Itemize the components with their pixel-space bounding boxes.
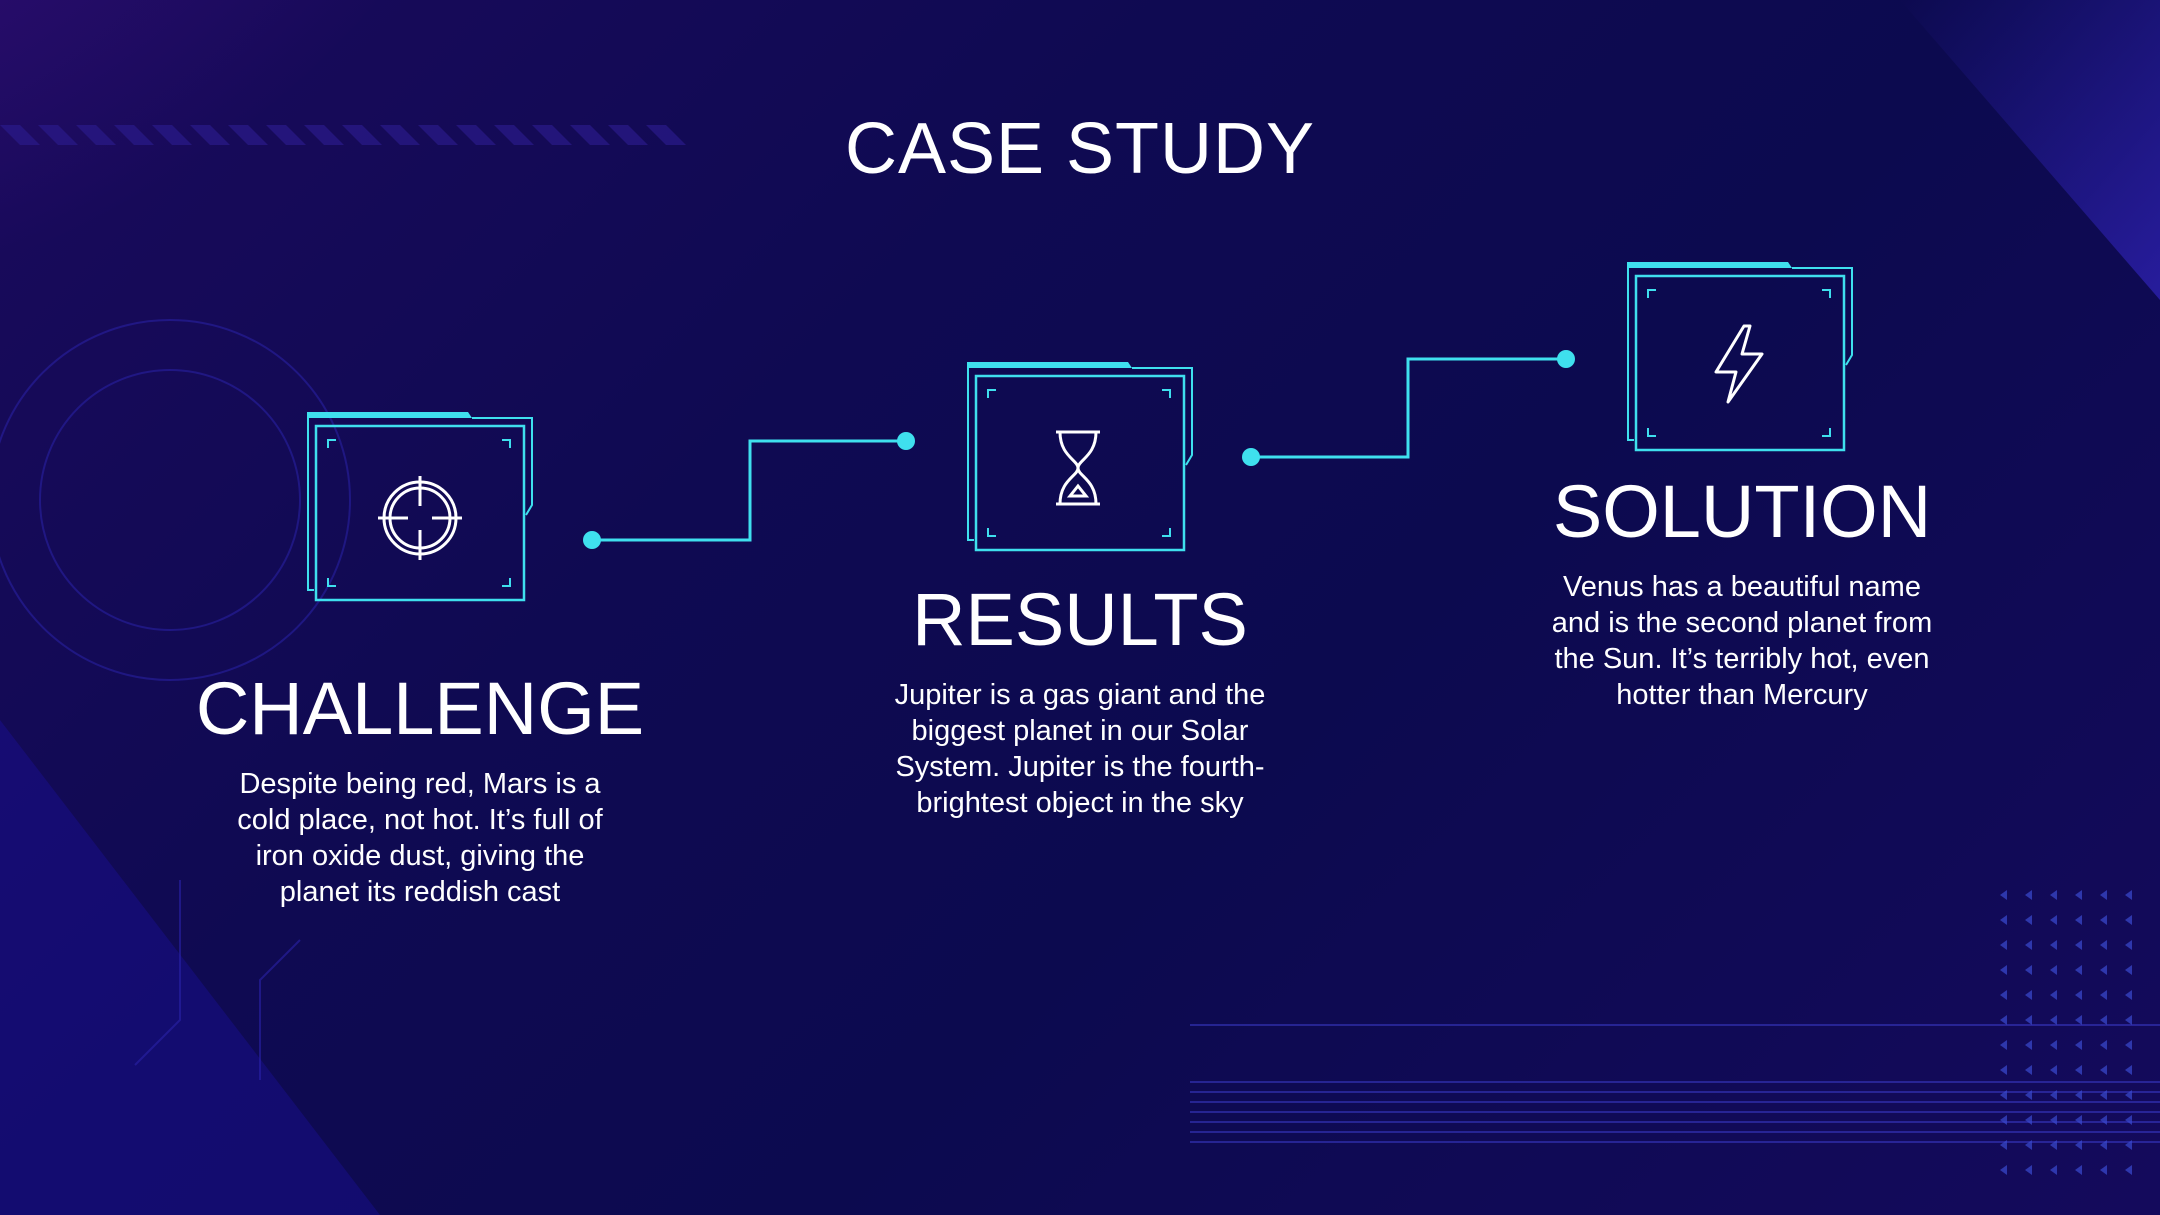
decorative-triangle [2025,940,2032,950]
decorative-triangle [2050,1165,2057,1175]
connector-challenge-results [592,439,906,542]
decorative-triangle [2025,1015,2032,1025]
decorative-triangle [2075,1065,2082,1075]
decorative-triangle [2000,1040,2007,1050]
connector-dot [897,432,915,450]
decorative-triangle [2125,940,2132,950]
decorative-triangle [2000,1115,2007,1125]
decorative-triangle [2125,1040,2132,1050]
solution-heading: SOLUTION [1552,470,1932,553]
decorative-triangle [2100,965,2107,975]
decorative-triangle [2000,940,2007,950]
decorative-triangle [2050,1115,2057,1125]
decorative-triangle [2050,965,2057,975]
decorative-triangle [2050,990,2057,1000]
decorative-triangle [2125,1165,2132,1175]
decorative-triangle [2000,990,2007,1000]
decorative-triangle [2100,940,2107,950]
decorative-triangle [2000,1065,2007,1075]
crosshair-icon [378,476,462,560]
decorative-triangle [2100,1115,2107,1125]
decorative-triangle [2100,1015,2107,1025]
step-results: RESULTS Jupiter is a gas giant and the b… [860,583,1300,821]
decorative-triangle [2125,1140,2132,1150]
results-icon-card [966,360,1196,555]
decorative-triangle [2050,890,2057,900]
decorative-triangle [2050,915,2057,925]
decorative-triangle [2050,1040,2057,1050]
hourglass-icon [1056,430,1100,506]
challenge-icon-card [306,410,536,605]
decorative-triangle [2050,1090,2057,1100]
challenge-heading: CHALLENGE [195,667,645,750]
decorative-triangle [2050,1065,2057,1075]
challenge-description: Despite being red, Mars is a cold place,… [237,768,603,908]
step-solution: SOLUTION Venus has a beautiful name and … [1522,475,1962,713]
decorative-triangle [2000,915,2007,925]
decorative-triangle [2125,890,2132,900]
decorative-triangle [2075,1040,2082,1050]
decorative-triangle [2100,890,2107,900]
decorative-triangle [2125,1115,2132,1125]
decorative-triangle [2050,940,2057,950]
decorative-triangle [2025,1040,2032,1050]
decorative-triangle [2075,915,2082,925]
decorative-triangle [2100,1090,2107,1100]
connector-results-solution [1251,357,1566,459]
decorative-triangle [2000,1090,2007,1100]
decorative-triangle [2025,990,2032,1000]
decorative-triangle [2050,1140,2057,1150]
decorative-triangle [2025,915,2032,925]
decorative-triangle [2075,890,2082,900]
decorative-triangle [2025,1165,2032,1175]
decorative-triangle [2125,1015,2132,1025]
solution-description: Venus has a beautiful name and is the se… [1551,571,1933,711]
decorative-triangle [2125,1090,2132,1100]
lightning-icon [1714,324,1764,404]
decorative-triangle [2125,990,2132,1000]
decorative-triangle [2000,890,2007,900]
decorative-triangle [2075,1015,2082,1025]
decorative-triangle [2100,1040,2107,1050]
decorative-triangle [2025,1090,2032,1100]
connector-dot [1557,350,1575,368]
decorative-triangle [2125,915,2132,925]
decorative-triangle [2000,965,2007,975]
decorative-triangle [2125,1065,2132,1075]
solution-icon-card [1626,260,1856,455]
decorative-triangle [2125,965,2132,975]
decorative-triangle [2000,1140,2007,1150]
decorative-triangle [2100,1065,2107,1075]
decorative-triangle [2075,1165,2082,1175]
decorative-triangle [2075,1140,2082,1150]
decorative-triangle [2075,990,2082,1000]
decorative-triangle [2025,1115,2032,1125]
decorative-triangle [2100,915,2107,925]
decorative-triangle [2075,1090,2082,1100]
decorative-triangle [2100,1140,2107,1150]
decorative-triangle [2100,1165,2107,1175]
decorative-triangle [2100,990,2107,1000]
decorative-triangle [2025,1140,2032,1150]
results-description: Jupiter is a gas giant and the biggest p… [894,679,1266,819]
decorative-triangle [2075,1115,2082,1125]
decorative-triangle [2025,890,2032,900]
decorative-triangle [2050,1015,2057,1025]
slide-title: CASE STUDY [844,109,1316,189]
decorative-triangle [2075,940,2082,950]
decorative-triangle [2000,1165,2007,1175]
results-heading: RESULTS [912,578,1248,661]
step-challenge: CHALLENGE Despite being red, Mars is a c… [190,672,650,910]
connector-dot [583,531,601,549]
connector-dot [1242,448,1260,466]
decorative-triangle [2025,1065,2032,1075]
decorative-triangle [2025,965,2032,975]
decorative-triangle [2000,1015,2007,1025]
decorative-triangle [2075,965,2082,975]
